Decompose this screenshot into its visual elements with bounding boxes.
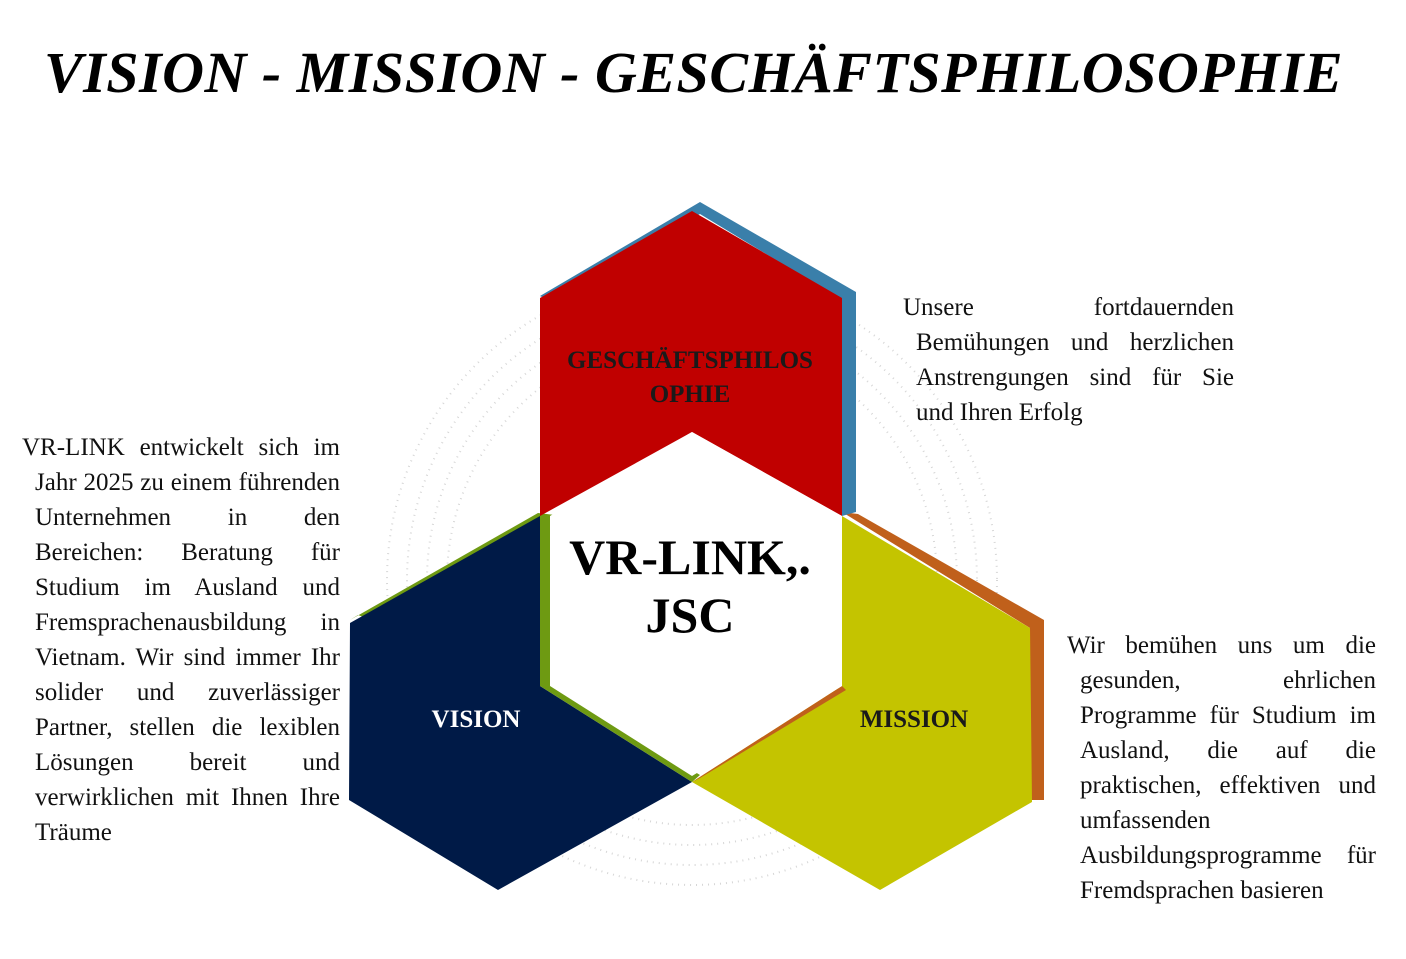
hexagon-philosophy-label: GESCHÄFTSPHILOS OPHIE [540,344,840,412]
hexagon-mission-edge [842,512,1044,800]
company-name-line1: VR-LINK,. [569,529,811,585]
vision-description: VR-LINK entwickelt sich im Jahr 2025 zu … [22,434,340,846]
hexagon-philosophy-face [540,211,842,516]
hexagon-philosophy [540,202,856,516]
background-circle [386,274,998,886]
background-circle [406,294,978,866]
mission-description: Wir bemühen uns um die gesunden, ehrlich… [1067,632,1376,904]
hexagon-vision-label: VISION [431,706,521,733]
hexagon-vision-face [349,516,692,890]
company-name-line2: JSC [645,587,735,643]
hexagon-mission [692,512,1044,890]
philosophy-description: Unsere fortdauernden Bemühungen und herz… [903,294,1234,426]
company-name: VR-LINK,. JSC [540,528,840,644]
hexagon-philosophy-label-line2: OPHIE [649,381,731,408]
hexagon-philosophy-label-line1: GESCHÄFTSPHILOS [567,347,813,374]
hexagon-mission-inner-edge [692,686,846,782]
center-hexagon [550,432,842,776]
hexagon-mission-face [692,516,1032,890]
page-title: VISION - MISSION - GESCHÄFTSPHILOSOPHIE [44,40,1344,105]
hexagon-mission-label: MISSION [859,706,969,733]
